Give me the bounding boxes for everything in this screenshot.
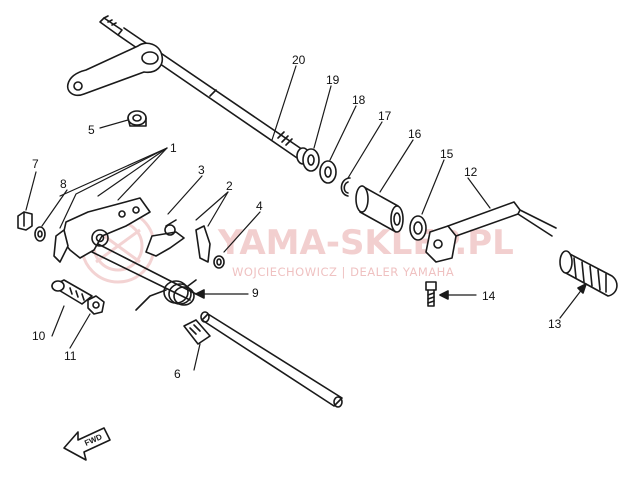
shift-arm — [66, 42, 164, 97]
pawl — [145, 219, 185, 257]
washer-18 — [319, 160, 337, 184]
shift-rod — [200, 311, 343, 408]
callout-3: 3 — [198, 163, 205, 177]
nut-4 — [213, 255, 225, 269]
shift-pedal — [425, 201, 557, 263]
oil-seal — [409, 215, 427, 241]
callout-7: 7 — [32, 157, 39, 171]
fwd-arrow-icon — [63, 427, 111, 461]
callout-2: 2 — [226, 179, 233, 193]
callout-4: 4 — [256, 199, 263, 213]
stud-10 — [51, 279, 93, 305]
bolt-14 — [425, 281, 437, 307]
nut-11 — [87, 295, 105, 315]
callout-18: 18 — [352, 93, 366, 107]
shift-lever-assembly — [53, 197, 197, 301]
watermark: YAMA-SKLEP.PL WOJCIECHOWICZ | DEALER YAM… — [80, 208, 514, 284]
callout-19: 19 — [326, 73, 340, 87]
callout-13: 13 — [548, 317, 562, 331]
callout-5: 5 — [88, 123, 95, 137]
shift-shaft — [99, 15, 310, 165]
washer-8 — [34, 226, 46, 242]
circlip-17 — [340, 177, 351, 197]
callout-1: 1 — [170, 141, 177, 155]
leader-lines — [25, 65, 587, 371]
callout-6: 6 — [174, 367, 181, 381]
watermark-subtext: WOJCIECHOWICZ | DEALER YAMAHA — [232, 265, 454, 279]
callout-12: 12 — [464, 165, 478, 179]
callout-10: 10 — [32, 329, 46, 343]
callout-14: 14 — [482, 289, 496, 303]
callout-15: 15 — [440, 147, 454, 161]
callout-11: 11 — [64, 349, 77, 363]
collar — [127, 110, 147, 127]
callout-20: 20 — [292, 53, 306, 67]
nut-7 — [17, 211, 33, 231]
leader-arrows — [195, 283, 587, 300]
pedal-rubber — [559, 250, 618, 297]
callout-9: 9 — [252, 286, 259, 300]
callouts: 20 19 18 17 16 15 12 13 14 1 3 2 4 5 7 8… — [32, 53, 562, 381]
watermark-text: YAMA-SKLEP.PL — [217, 223, 514, 263]
roller — [195, 225, 211, 263]
callout-17: 17 — [378, 109, 392, 123]
pin-6 — [183, 319, 211, 345]
bushing — [355, 185, 404, 233]
washer-19 — [302, 148, 320, 172]
callout-16: 16 — [408, 127, 422, 141]
callout-8: 8 — [60, 177, 67, 191]
return-spring — [135, 279, 197, 311]
